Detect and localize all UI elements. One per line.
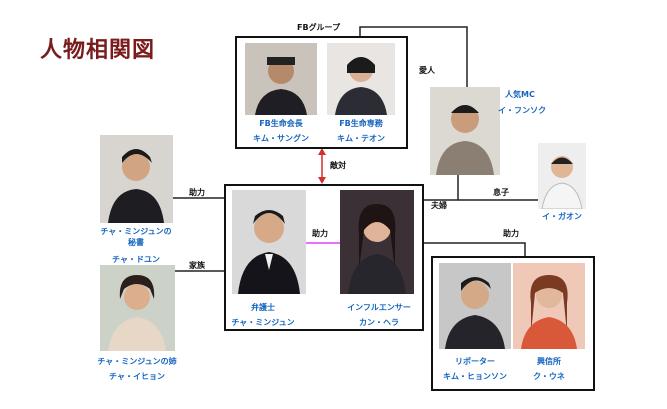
fb-group-box [235,36,408,149]
lawyer-photo [232,190,306,294]
page-title: 人物相関図 [40,37,156,63]
mc-name: イ・フンソク [498,106,547,115]
son-label: 息子 [493,188,509,197]
fb-group-label: FBグループ [297,23,341,32]
fb-director-photo [327,43,395,115]
son-name: イ・ガオン [542,212,582,221]
reporter-role: リポーター [455,357,495,366]
reporter-name: キム・ヒョンソン [443,372,507,381]
reporter-photo [439,263,511,349]
lover-label: 愛人 [419,66,435,75]
influencer-name: カン・ヘラ [359,318,399,327]
secretary-role: チャ・ミンジュンの 秘書 [100,227,172,247]
rivals-label: 敵対 [330,161,346,170]
reporter-detective-box [431,256,595,391]
detective-role: 興信所 [537,357,561,366]
son-photo [538,143,586,209]
fb-chairman-name: キム・サングン [253,134,309,143]
secretary-name: チャ・ドユン [112,255,160,264]
fb-director-name: キム・テオン [337,134,385,143]
sister-name: チャ・イヒョン [109,372,165,381]
aide-label-center: 助力 [312,229,328,238]
secretary-photo [100,135,173,223]
family-label: 家族 [189,261,205,270]
influencer-photo [340,190,414,294]
lawyer-role: 弁護士 [251,303,275,312]
aide-label-right: 助力 [503,229,519,238]
detective-name: ク・ウネ [533,372,565,381]
sister-role: チャ・ミンジュンの姉 [97,357,177,366]
detective-photo [513,263,585,349]
central-box [224,184,424,331]
mc-photo [430,87,500,175]
fb-director-role: FB生命専務 [339,119,383,128]
fb-chairman-role: FB生命会長 [259,119,303,128]
mc-role: 人気MC [505,90,535,99]
couple-label: 夫婦 [431,201,447,210]
lawyer-name: チャ・ミンジュン [231,318,295,327]
fb-chairman-photo [245,43,317,115]
aide-label-left: 助力 [189,188,205,197]
influencer-role: インフルエンサー [347,303,411,312]
sister-photo [100,265,175,351]
